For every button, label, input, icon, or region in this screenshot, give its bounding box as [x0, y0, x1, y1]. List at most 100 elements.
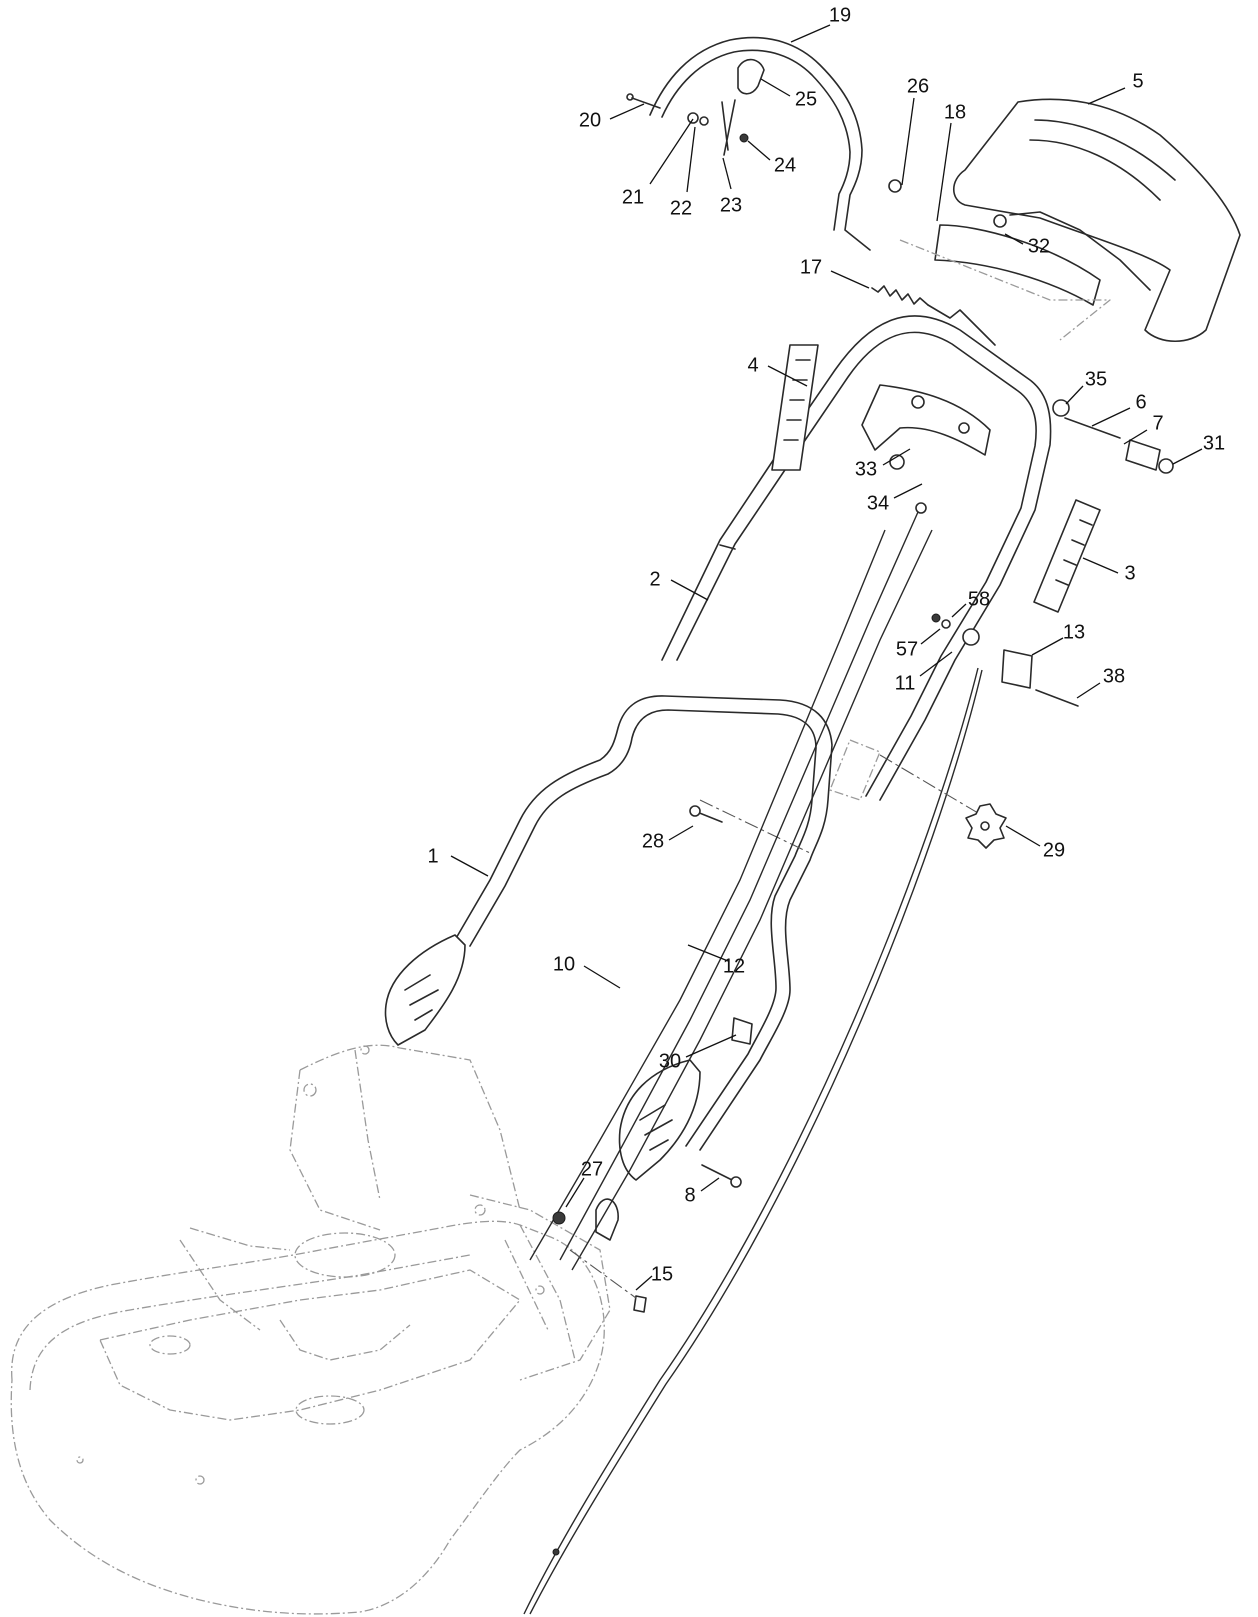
cable-clamp — [931, 613, 1079, 707]
knob-assembly — [1052, 399, 1174, 474]
hardware — [552, 805, 753, 1313]
upper-handle — [661, 315, 1052, 855]
callout-34: 34 — [867, 483, 923, 514]
callout-number: 4 — [747, 354, 758, 376]
callout-number: 24 — [774, 154, 796, 176]
callout-number: 2 — [649, 568, 660, 590]
callout-6: 6 — [1091, 391, 1147, 427]
callout-13: 13 — [1031, 621, 1085, 656]
callout-leader-line — [686, 126, 696, 193]
callout-number: 21 — [622, 186, 644, 208]
callout-18: 18 — [936, 101, 966, 222]
callout-24: 24 — [747, 140, 796, 176]
callout-26: 26 — [901, 75, 929, 186]
callout-leader-line — [1031, 637, 1064, 656]
side-track-right — [1033, 499, 1101, 613]
callout-number: 38 — [1103, 665, 1125, 687]
callout-leader-line — [951, 603, 967, 618]
callout-number: 25 — [795, 88, 817, 110]
long-control-cable — [523, 667, 983, 1615]
callout-leader-line — [936, 122, 952, 222]
callout-leader-line — [767, 365, 808, 387]
callout-leader-line — [1123, 429, 1148, 445]
callout-leader-line — [670, 579, 709, 601]
callout-leader-line — [450, 855, 489, 877]
callout-leader-line — [893, 483, 923, 499]
callout-leader-line — [882, 448, 911, 466]
callout-20: 20 — [579, 103, 645, 131]
callout-35: 35 — [1065, 368, 1107, 405]
callout-leader-line — [583, 965, 621, 989]
bail-bar — [626, 36, 902, 251]
callout-1: 1 — [427, 845, 489, 877]
callout-leader-line — [1065, 385, 1084, 405]
callout-number: 58 — [968, 588, 990, 610]
callout-number: 27 — [581, 1158, 603, 1180]
callout-leader-line — [1004, 233, 1024, 245]
callout-number: 10 — [553, 953, 575, 975]
callout-number: 19 — [829, 4, 851, 26]
callout-27: 27 — [565, 1158, 603, 1208]
callout-11: 11 — [895, 651, 953, 694]
callout-leader-line — [830, 270, 870, 289]
callout-number: 23 — [720, 194, 742, 216]
star-knob — [965, 803, 1007, 849]
callout-19: 19 — [790, 4, 851, 43]
callout-leader-line — [687, 944, 729, 962]
callout-number: 34 — [867, 492, 889, 514]
callout-number: 17 — [800, 256, 822, 278]
callout-number: 26 — [907, 75, 929, 97]
callout-number: 13 — [1063, 621, 1085, 643]
lower-handle — [384, 695, 833, 1181]
callout-leader-line — [1172, 448, 1203, 465]
callout-leader-line — [635, 1275, 653, 1291]
callout-31: 31 — [1172, 432, 1225, 465]
callout-38: 38 — [1076, 665, 1125, 699]
callout-17: 17 — [800, 256, 870, 289]
callout-57: 57 — [896, 628, 941, 660]
callout-3: 3 — [1082, 557, 1136, 584]
callout-23: 23 — [720, 157, 742, 216]
callout-leader-line — [565, 1177, 585, 1208]
callout-number: 57 — [896, 638, 918, 660]
callout-number: 6 — [1135, 391, 1146, 413]
mower-deck-ghost — [10, 1044, 611, 1615]
spring — [871, 285, 996, 346]
callout-number: 31 — [1203, 432, 1225, 454]
callout-12: 12 — [687, 944, 745, 977]
callout-leader-line — [790, 24, 831, 43]
callout-32: 32 — [1004, 233, 1050, 257]
callout-58: 58 — [951, 588, 990, 618]
grip-bracket — [861, 384, 991, 470]
callout-number: 18 — [944, 101, 966, 123]
callout-number: 32 — [1028, 235, 1050, 257]
callout-number: 20 — [579, 109, 601, 131]
callout-leader-line — [920, 628, 941, 645]
callout-number: 29 — [1043, 839, 1065, 861]
callout-leader-line — [1082, 557, 1119, 574]
callout-leader-line — [668, 825, 694, 841]
callout-number: 1 — [427, 845, 438, 867]
callout-2: 2 — [649, 568, 709, 601]
callout-21: 21 — [622, 118, 694, 208]
callout-leader-line — [747, 140, 771, 161]
callout-number: 7 — [1152, 412, 1163, 434]
callout-leader-line — [685, 1034, 737, 1058]
callout-number: 3 — [1124, 562, 1135, 584]
callout-leader-line — [1076, 682, 1101, 699]
callout-leader-line — [901, 97, 915, 186]
callout-8: 8 — [684, 1177, 720, 1206]
callout-leader-line — [700, 1177, 720, 1192]
side-track-left — [771, 344, 819, 471]
callout-25: 25 — [760, 78, 817, 110]
callout-number: 8 — [684, 1184, 695, 1206]
callout-leader-line — [722, 157, 732, 190]
callout-number: 33 — [855, 458, 877, 480]
callout-leader-line — [1005, 825, 1041, 847]
callout-10: 10 — [553, 953, 621, 989]
callout-leader-line — [649, 118, 694, 185]
callout-leader-line — [919, 651, 953, 677]
callout-33: 33 — [855, 448, 911, 480]
